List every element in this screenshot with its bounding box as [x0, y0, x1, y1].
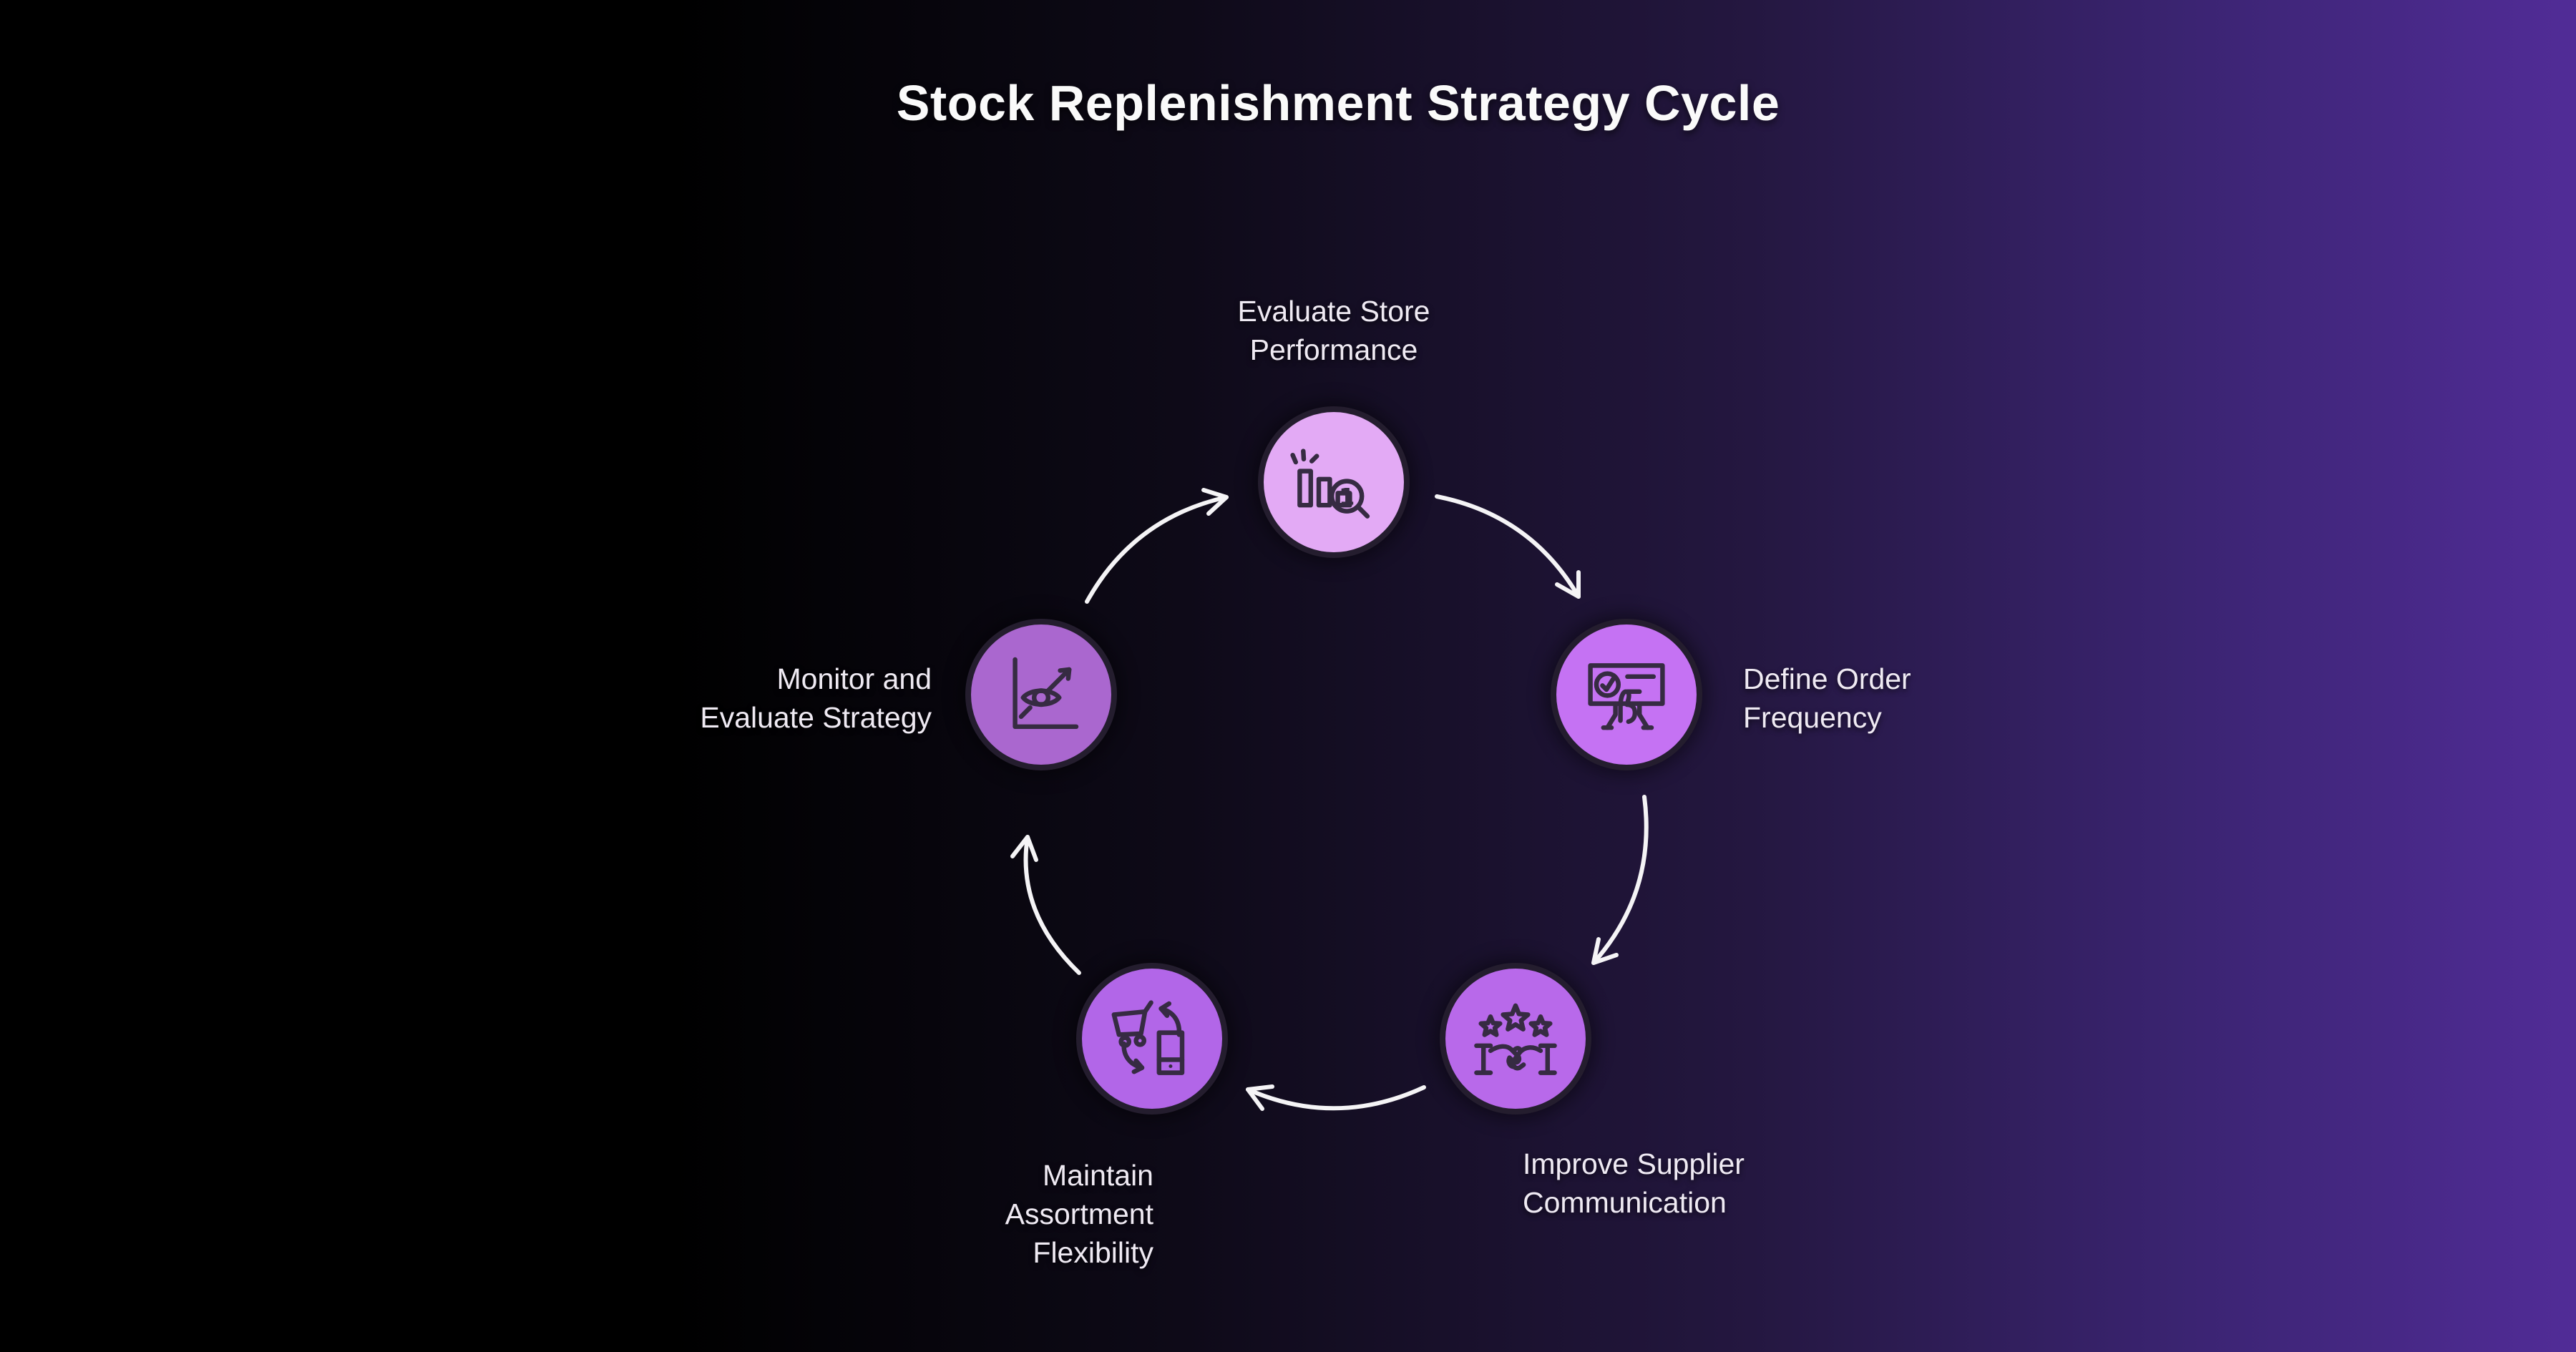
chart-eye-arrow-icon [1013, 657, 1079, 730]
node-label-define-order-frequency: Define Order Frequency [1743, 662, 1911, 734]
arrow-define-to-improve-icon [1591, 795, 1649, 965]
presentation-clock-checklist-icon [1588, 663, 1665, 730]
arrow-maintain-to-monitor-icon [1010, 835, 1081, 975]
node-label-improve-supplier-communication: Improve Supplier Communication [1523, 1147, 1745, 1219]
node-label-monitor-and-evaluate-strategy: Monitor and Evaluate Strategy [700, 662, 932, 734]
node-label-maintain-assortment-flexibility: Maintain Assortment Flexibility [1005, 1159, 1153, 1269]
node-maintain-assortment-flexibility [1076, 963, 1228, 1115]
node-monitor-and-evaluate-strategy [965, 619, 1117, 770]
node-evaluate-store-performance: 1 [1258, 406, 1410, 558]
node-label-evaluate-store-performance: Evaluate Store Performance [1237, 295, 1430, 366]
arrow-evaluate-to-define-icon [1435, 494, 1581, 599]
cart-phone-sync-icon [1111, 1000, 1185, 1075]
stars-handshake-icon [1474, 1003, 1557, 1075]
bar-chart-magnifier-icon: 1 [1290, 449, 1370, 519]
node-improve-supplier-communication [1440, 963, 1591, 1115]
svg-text:1: 1 [1339, 484, 1355, 511]
arrow-improve-to-maintain-icon [1246, 1084, 1426, 1111]
arrow-monitor-to-evaluate-icon [1085, 488, 1229, 604]
page-title: Stock Replenishment Strategy Cycle [896, 75, 1780, 131]
node-define-order-frequency [1551, 619, 1702, 770]
